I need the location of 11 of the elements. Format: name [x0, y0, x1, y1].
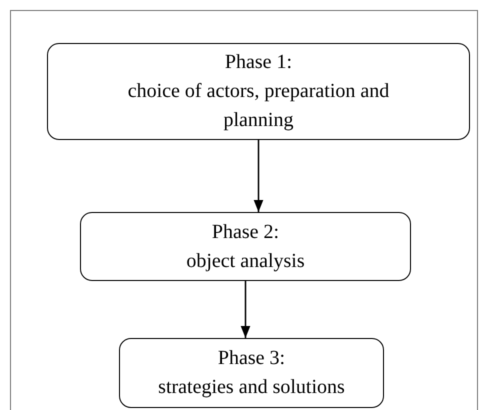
phase-box	[47, 43, 470, 140]
arrow	[240, 281, 250, 338]
phase-title: Phase 3:	[218, 346, 286, 371]
phase-box	[119, 338, 384, 408]
phase-box	[80, 212, 411, 281]
phase-description: strategies and solutions	[158, 375, 345, 400]
phase-description: choice of actors, preparation and planning	[126, 79, 390, 133]
arrow	[254, 140, 264, 212]
phase-title: Phase 2:	[212, 220, 280, 244]
phase-title: Phase 1:	[224, 50, 292, 75]
phase-description: object analysis	[186, 248, 305, 274]
